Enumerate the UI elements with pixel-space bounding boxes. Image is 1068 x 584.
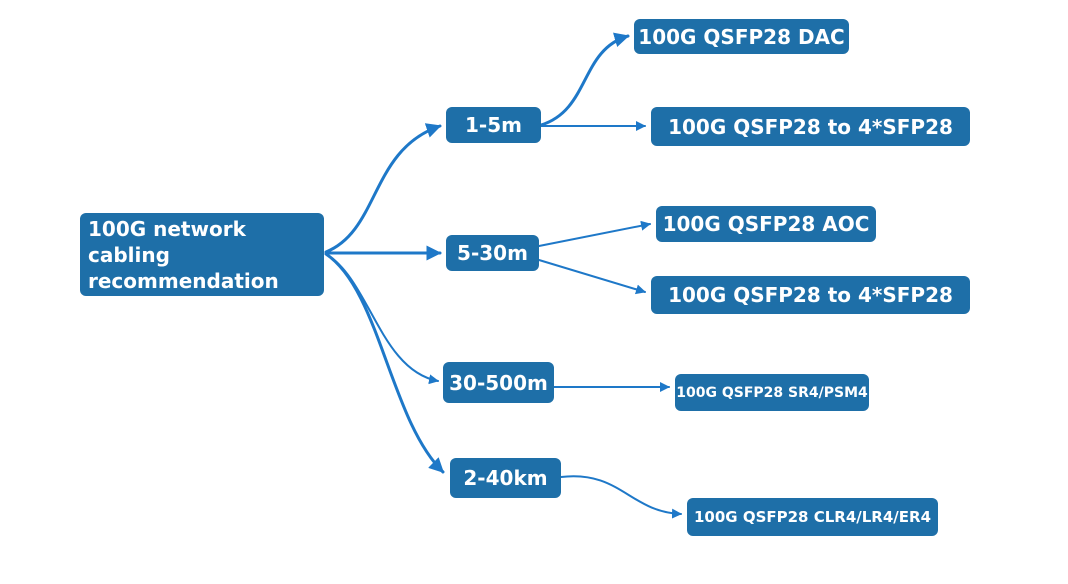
product-node-clr4-lr4-er4: 100G QSFP28 CLR4/LR4/ER4 [687, 498, 938, 536]
range-node-1-5m: 1-5m [446, 107, 541, 143]
edge-2-40km-to-lr4 [560, 475, 682, 519]
product-node-breakout-aoc: 100G QSFP28 to 4*SFP28 [651, 276, 970, 314]
root-node: 100G network cabling recommendation [80, 213, 324, 296]
product-node-breakout-dac: 100G QSFP28 to 4*SFP28 [651, 107, 970, 146]
edge-root-to-30-500m [325, 253, 439, 385]
edge-root-to-2-40km [324, 252, 445, 474]
edge-5-30m-to-aoc [538, 220, 651, 247]
edge-1-5m-to-dac [539, 32, 630, 127]
product-node-aoc: 100G QSFP28 AOC [656, 206, 876, 242]
range-node-30-500m: 30-500m [443, 362, 554, 403]
product-node-dac: 100G QSFP28 DAC [634, 19, 849, 54]
edge-root-to-1-5m [324, 123, 442, 254]
range-node-5-30m: 5-30m [446, 235, 539, 271]
product-node-sr4-psm4: 100G QSFP28 SR4/PSM4 [675, 374, 869, 411]
range-node-2-40km: 2-40km [450, 458, 561, 498]
edge-5-30m-to-breakout [538, 259, 646, 295]
